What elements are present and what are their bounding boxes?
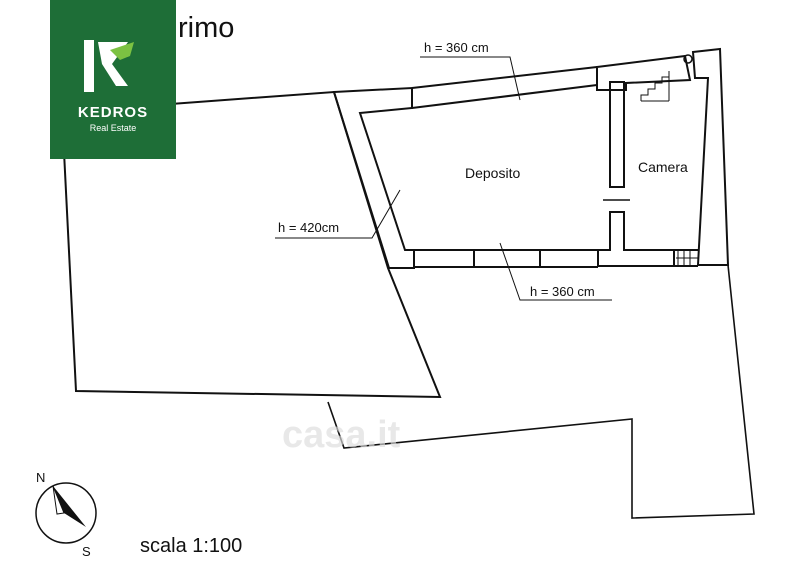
logo-brand-text: KEDROS: [77, 104, 149, 121]
floor-title: rimo: [178, 12, 235, 44]
height-label-bottom: h = 360 cm: [530, 284, 595, 299]
dimension-leaders: [275, 56, 612, 301]
courtyard-outline: [327, 264, 755, 519]
watermark: casa.it: [282, 414, 401, 456]
fixture-icon: [683, 54, 693, 64]
height-label-roof: h = 420cm: [278, 220, 339, 235]
kedros-monogram-icon: [84, 40, 134, 92]
height-label-top: h = 360 cm: [424, 40, 489, 55]
scale-label: scala 1:100: [140, 535, 243, 557]
logo-subtitle-text: Real Estate: [89, 123, 137, 133]
roof-area-outline: [60, 90, 442, 399]
compass-rose: [35, 482, 97, 544]
stairs: [640, 71, 670, 102]
small-stairs: [676, 250, 698, 266]
compass-north-label: N: [36, 470, 45, 485]
room-label-camera: Camera: [638, 159, 688, 175]
compass-south-label: S: [82, 544, 91, 559]
room-label-deposito: Deposito: [465, 165, 520, 181]
kedros-logo: KEDROS Real Estate: [50, 0, 176, 159]
